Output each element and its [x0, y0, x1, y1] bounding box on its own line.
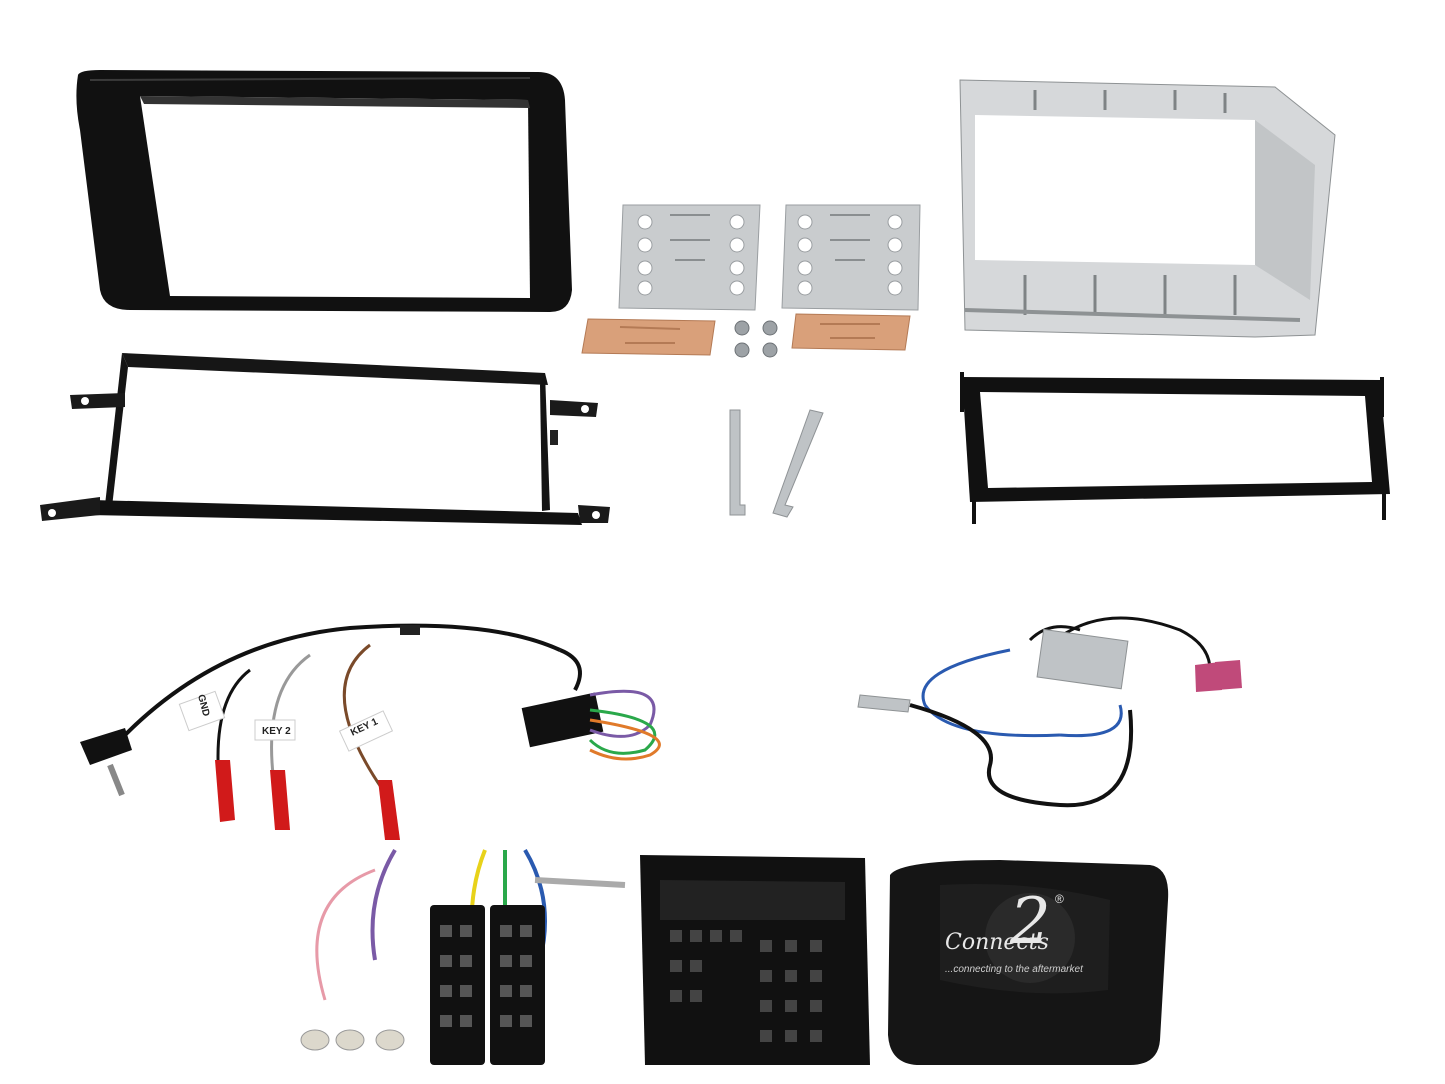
- iso-harness: [295, 840, 635, 1070]
- brand-number: 2: [1010, 885, 1051, 959]
- key2-tag: [254, 719, 296, 741]
- key1-tag: [338, 710, 394, 752]
- support-bracket: [30, 345, 610, 540]
- gnd-tag: [178, 690, 226, 732]
- brand-tagline: ...connecting to the aftermarket: [945, 964, 1083, 975]
- release-keys: [725, 405, 835, 520]
- brand-registered: ®: [1055, 892, 1064, 906]
- mounting-plate-right: [780, 200, 925, 315]
- mounting-plate-left: [615, 200, 765, 315]
- brand-name: Connects: [945, 930, 1049, 955]
- trim-ring: [950, 372, 1395, 532]
- key2-label: KEY 2: [262, 726, 291, 737]
- copper-clip-right: [790, 310, 915, 355]
- steering-interface: [880, 860, 1170, 1070]
- patch-lead: [70, 600, 680, 845]
- double-din-cage: [955, 75, 1340, 340]
- copper-clip-left: [580, 315, 720, 360]
- quadlock-connector: [630, 850, 875, 1070]
- fascia-panel: [60, 60, 580, 325]
- screws: [730, 318, 785, 363]
- antenna-adapter: [850, 600, 1270, 815]
